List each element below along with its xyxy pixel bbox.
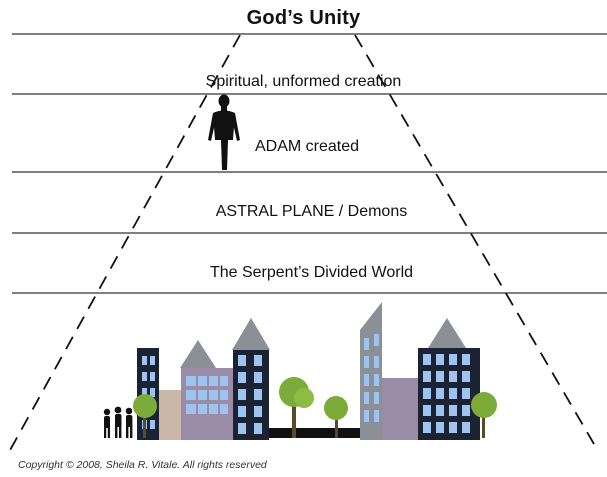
building — [137, 348, 159, 440]
level-label-adam: ADAM created — [255, 138, 360, 155]
copyright-notice: Copyright © 2008, Sheila R. Vitale. All … — [18, 459, 267, 471]
city-skyline — [137, 302, 480, 440]
diagram-title: God’s Unity — [246, 7, 361, 29]
level-label-spiritual: Spiritual, unformed creation — [205, 73, 402, 90]
roof — [428, 318, 466, 348]
level-lines — [12, 33, 607, 294]
ground — [230, 428, 370, 438]
people-group — [103, 406, 133, 438]
level-label-astral: ASTRAL PLANE / Demons — [215, 203, 408, 220]
level-label-serpent: The Serpent’s Divided World — [209, 264, 414, 281]
building — [159, 390, 185, 440]
tree — [279, 377, 314, 438]
roof — [180, 340, 216, 368]
man-figure — [208, 94, 240, 170]
pyramid-left-side — [8, 34, 241, 453]
building — [382, 378, 418, 440]
pyramid-dashed-lines — [8, 34, 595, 453]
tree — [471, 392, 497, 438]
trees — [133, 377, 497, 438]
tree — [133, 394, 157, 438]
roof — [232, 318, 270, 350]
pyramid-right-side — [354, 34, 595, 445]
tree — [324, 396, 348, 438]
